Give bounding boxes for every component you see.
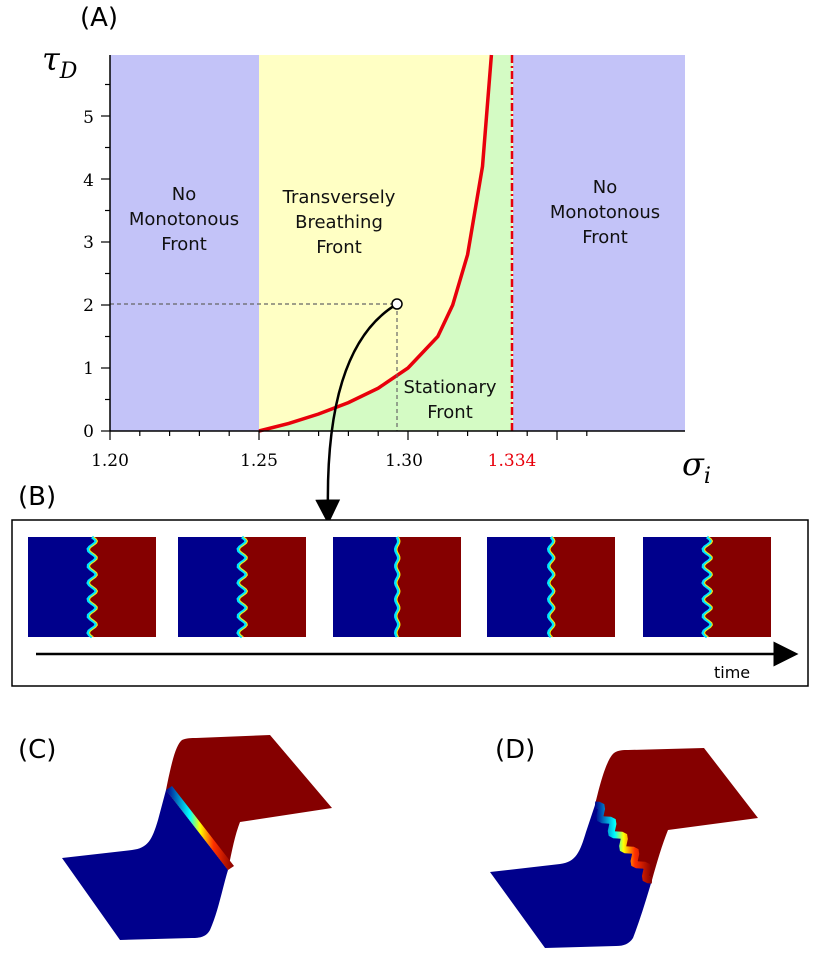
- y-ticks: [101, 83, 110, 432]
- region-left-line-3: Front: [161, 234, 207, 255]
- snapshot-front-core: [238, 536, 249, 638]
- snapshot-3: [333, 536, 461, 638]
- panel-c-label: (C): [18, 735, 56, 765]
- region-stationary: [259, 55, 512, 431]
- y-axis-label: τD: [42, 40, 78, 84]
- snapshot-blue-state: [178, 537, 246, 637]
- snapshot-front-core: [88, 536, 99, 638]
- x-tick-label-1.25: 1.25: [240, 451, 278, 471]
- region-right-line-3: Front: [582, 227, 628, 248]
- region-breathing-line-3: Front: [316, 237, 362, 258]
- snapshot-blue-state: [643, 537, 711, 637]
- y-tick-label-0: 0: [83, 422, 94, 442]
- snapshot-front-line: [236, 535, 248, 639]
- surface-breathing: [490, 748, 758, 948]
- surface-c-blue: [62, 790, 228, 940]
- snapshot-front-line: [701, 535, 713, 639]
- x-tick-label-1.20: 1.20: [91, 451, 129, 471]
- snapshots: [28, 535, 771, 639]
- snapshot-front-line: [393, 536, 401, 638]
- snapshot-blue-state: [333, 537, 399, 637]
- panel-a-label: (A): [80, 3, 118, 33]
- region-left-line-1: No: [172, 184, 196, 205]
- region-breathing-line-2: Breathing: [295, 212, 383, 233]
- x-axis-label: σi: [682, 445, 711, 489]
- region-right-line-1: No: [593, 177, 617, 198]
- phase-diagram: 0 1 2 3 4 5 1.20 1.25 1.30 1.334 τD σi N…: [42, 40, 711, 525]
- region-stationary-line-2: Front: [427, 402, 473, 423]
- snapshot-front-core: [396, 536, 401, 638]
- region-right-line-2: Monotonous: [550, 202, 660, 223]
- y-tick-label-3: 3: [83, 233, 94, 253]
- surface-d-front: [594, 801, 653, 884]
- y-tick-label-5: 5: [83, 108, 94, 128]
- region-left-line-2: Monotonous: [129, 209, 239, 230]
- boundary-curve: [258, 54, 494, 433]
- snapshot-5: [643, 535, 771, 639]
- y-tick-label-2: 2: [83, 296, 94, 316]
- y-tick-label-1: 1: [83, 359, 94, 379]
- snapshot-front-line: [546, 536, 556, 638]
- surface-stationary: [62, 735, 332, 940]
- snapshot-front-core: [549, 536, 556, 638]
- snapshot-1: [28, 535, 156, 639]
- x-tick-label-1.30: 1.30: [385, 451, 423, 471]
- region-right-no-front: [513, 55, 685, 431]
- pointer-arrow: [315, 302, 398, 525]
- snapshot-front-core: [703, 536, 714, 638]
- y-tick-label-4: 4: [83, 171, 94, 191]
- time-series-panel: time: [11, 519, 809, 687]
- region-left-no-front: [110, 55, 259, 431]
- region-breathing-line-1: Transversely: [282, 187, 396, 208]
- snapshot-blue-state: [28, 537, 96, 637]
- panel-d-label: (D): [495, 735, 535, 765]
- surface-d-red: [595, 748, 758, 880]
- panel-b-label: (B): [18, 482, 56, 512]
- snapshot-4: [487, 536, 615, 638]
- surface-d-blue: [490, 805, 652, 948]
- x-ticks: [109, 431, 588, 440]
- snapshot-2: [178, 535, 306, 639]
- region-stationary-line-1: Stationary: [403, 377, 496, 398]
- snapshot-front-line: [86, 535, 98, 639]
- marked-point: [391, 298, 403, 310]
- snapshot-blue-state: [487, 537, 554, 637]
- time-label: time: [714, 663, 750, 682]
- surface-c-front: [166, 786, 234, 870]
- x-tick-label-critical: 1.334: [488, 451, 537, 471]
